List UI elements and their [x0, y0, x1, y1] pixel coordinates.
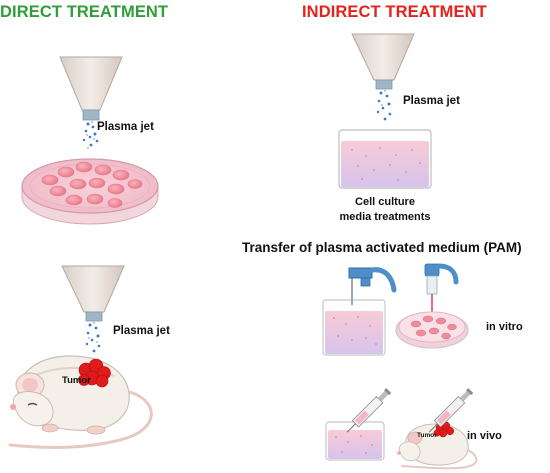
pam-transfer-heading: Transfer of plasma activated medium (PAM…: [242, 240, 522, 255]
in-vivo-label: in vivo: [467, 430, 502, 442]
beaker-medium-large: [338, 129, 432, 189]
syringe-beaker: [325, 388, 392, 461]
pipette-petri-dish: [395, 263, 469, 349]
mouse-with-tumor-small: [397, 388, 478, 470]
direct-treatment-title: DIRECT TREATMENT: [0, 3, 169, 21]
plasma-jet-label-top-left: Plasma jet: [97, 121, 154, 133]
cell-culture-label: Cell culture: [355, 196, 415, 208]
spray-bottle-beaker: [322, 267, 397, 356]
media-treatments-label: media treatments: [339, 211, 431, 223]
in-vitro-label: in vitro: [486, 321, 523, 333]
plasma-jet-nozzle-right: [351, 33, 415, 121]
tumor-label-right: Tumor: [417, 432, 437, 439]
plasma-jet-nozzle-top-left: [59, 56, 123, 150]
plasma-jet-label-bottom-left: Plasma jet: [113, 325, 170, 337]
tumor-label-left: Tumor: [62, 375, 91, 386]
indirect-treatment-title: INDIRECT TREATMENT: [302, 3, 487, 21]
mouse-with-tumor-large: [8, 355, 153, 449]
plasma-jet-label-right: Plasma jet: [403, 95, 460, 107]
petri-dish-illustration: [21, 158, 159, 225]
plasma-jet-nozzle-bottom-left: [61, 265, 125, 353]
